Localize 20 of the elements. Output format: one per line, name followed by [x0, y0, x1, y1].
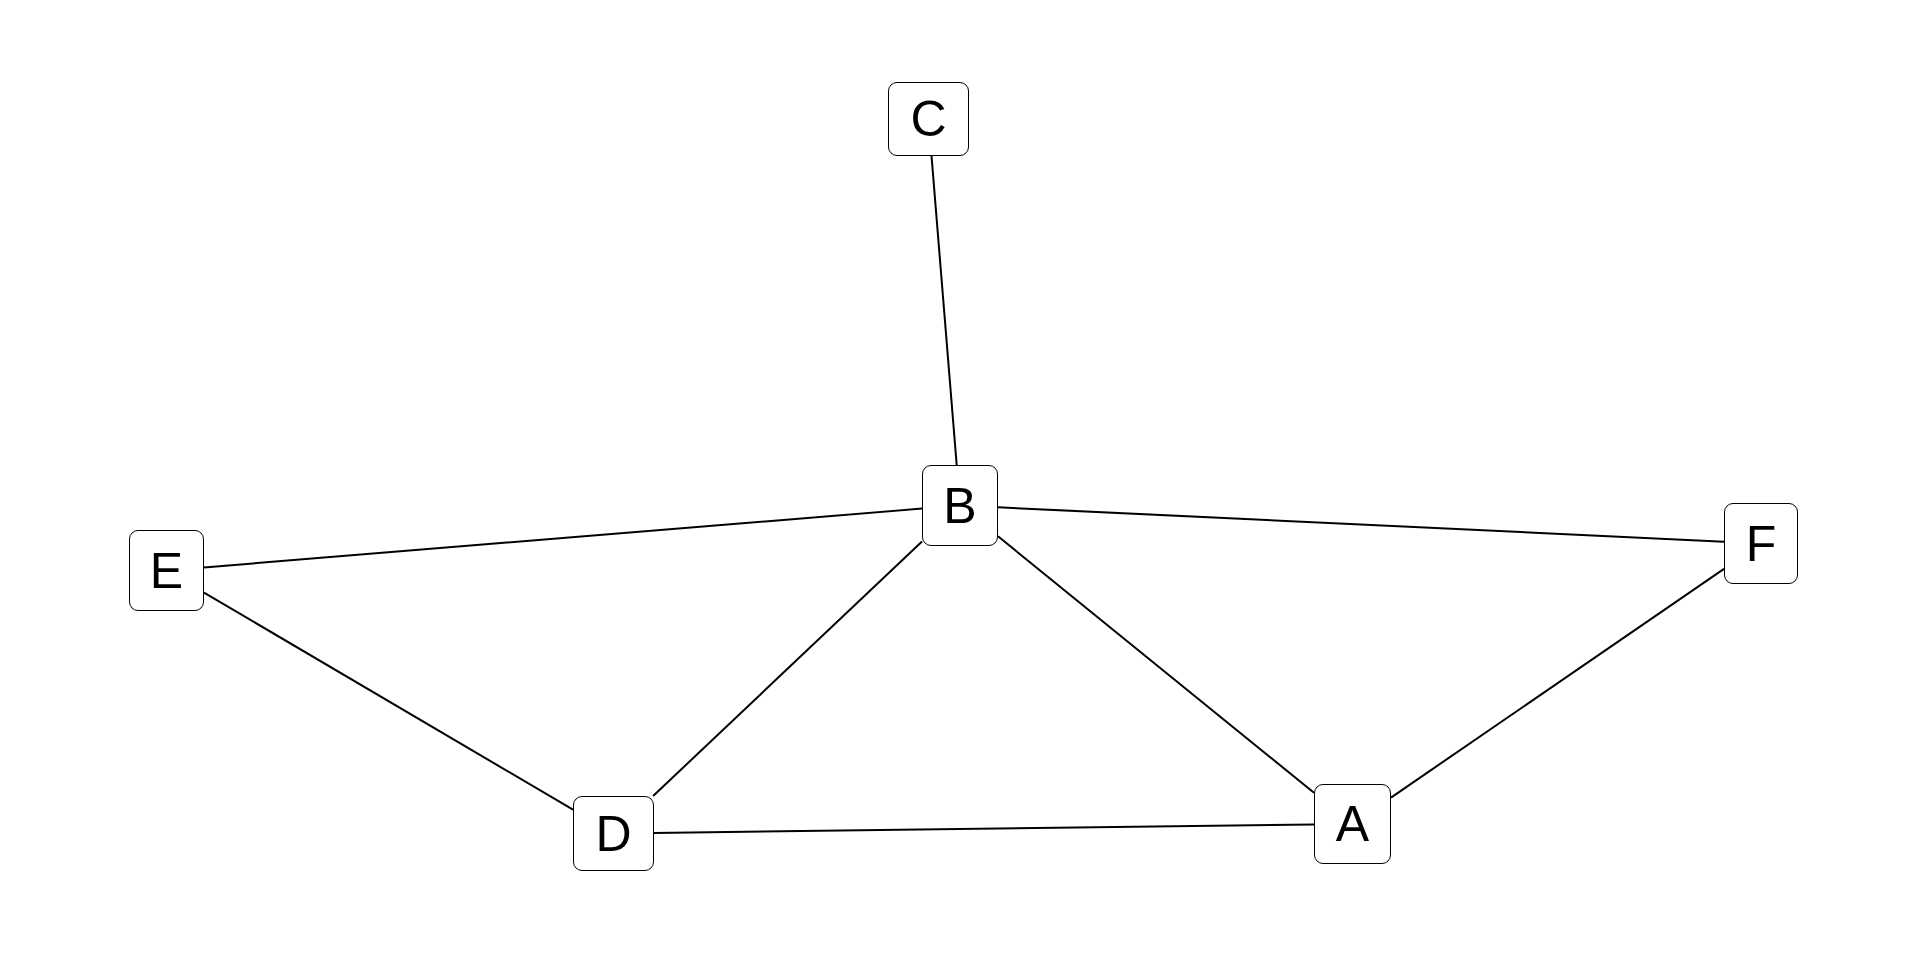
connector-line — [930, 155, 958, 466]
connector-line — [1390, 567, 1725, 799]
node-box — [922, 465, 998, 546]
node-label: D — [595, 804, 632, 863]
node-label: A — [1335, 795, 1370, 853]
connector-line — [997, 506, 1725, 543]
node-box — [573, 796, 654, 871]
connector-line — [997, 535, 1315, 794]
connector-line — [203, 591, 574, 811]
node-box — [1314, 784, 1391, 864]
node-label: B — [943, 476, 977, 535]
connector-line — [203, 507, 923, 569]
node-label: C — [910, 90, 947, 148]
node-label: E — [149, 541, 184, 600]
connector-line — [652, 540, 923, 797]
node-box — [129, 530, 204, 611]
connector-line — [653, 823, 1315, 834]
node-box — [1724, 503, 1798, 584]
node-box — [888, 82, 969, 156]
node-label: F — [1745, 514, 1777, 573]
